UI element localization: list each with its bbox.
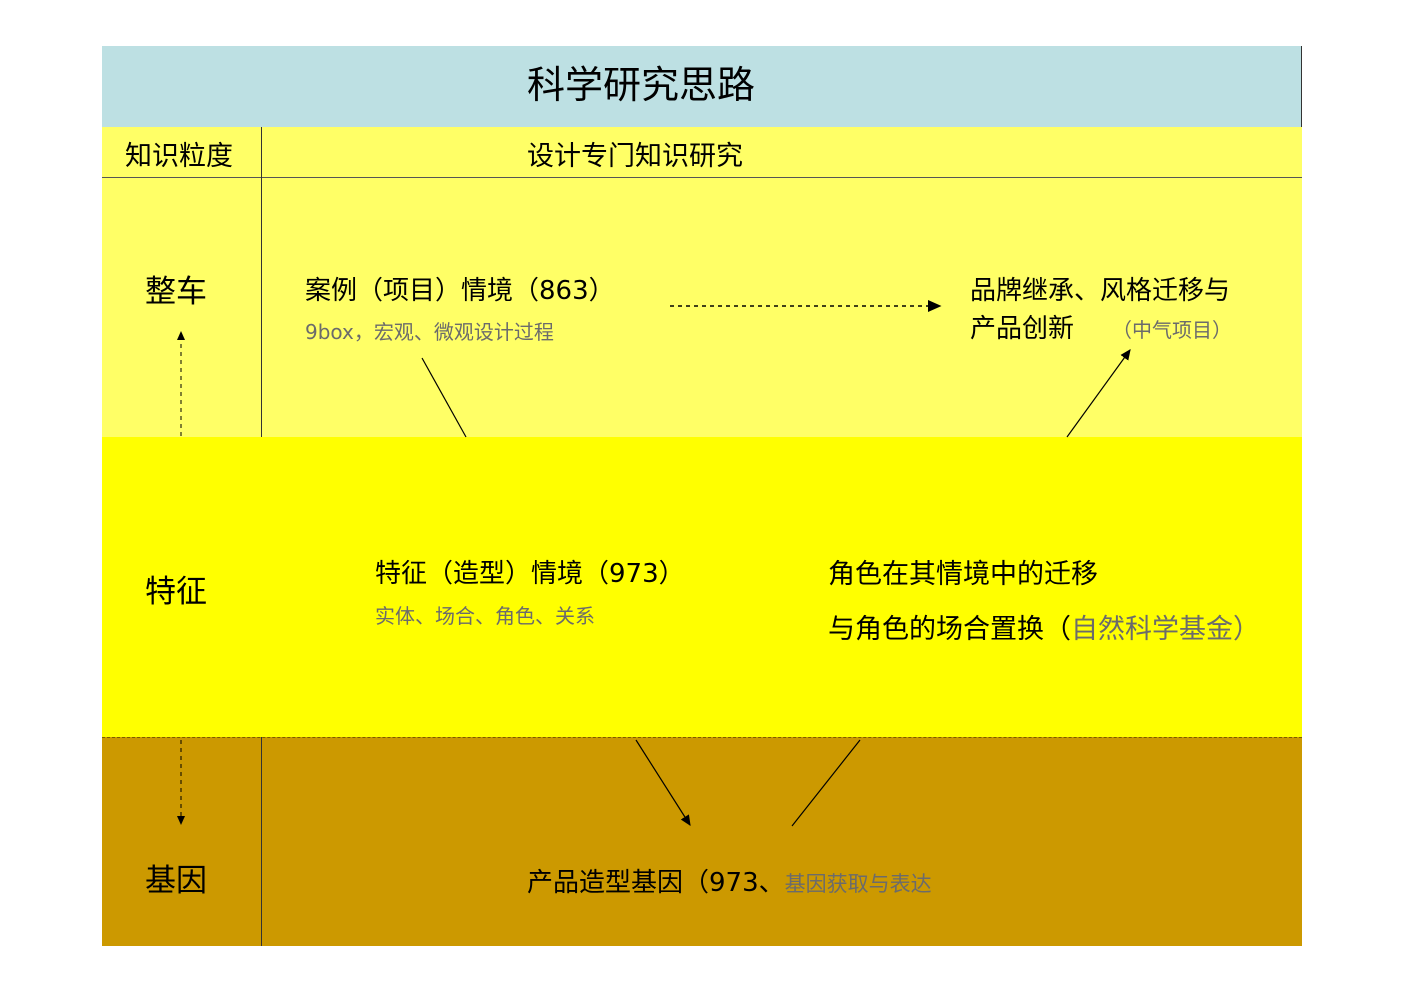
vehicle-level-band — [102, 178, 1302, 437]
feature-context-subtitle: 实体、场合、角色、关系 — [375, 604, 595, 628]
column-divider-bottom — [261, 737, 262, 946]
gene-title: 产品造型基因（973、 — [527, 868, 785, 898]
role-funding-note: 自然科学基金 — [1071, 614, 1233, 645]
role-migration-line2: 与角色的场合置换（自然科学基金） — [828, 607, 1260, 646]
diagram-title: 科学研究思路 — [527, 63, 756, 107]
feature-level-band — [102, 437, 1302, 737]
feature-context-title: 特征（造型）情境（973） — [375, 559, 685, 589]
case-context-title: 案例（项目）情境（863） — [305, 276, 615, 306]
brand-project-note: （中气项目） — [1112, 318, 1232, 342]
brand-inheritance-line1: 品牌继承、风格迁移与 — [970, 276, 1231, 306]
level-label-gene: 基因 — [145, 863, 207, 899]
title-band — [102, 46, 1302, 127]
gene-row-text: 产品造型基因（973、基因获取与表达 — [527, 862, 932, 899]
brand-inheritance-line2: 产品创新 — [970, 314, 1075, 344]
level-label-vehicle: 整车 — [145, 274, 207, 310]
gene-note: 基因获取与表达 — [784, 872, 932, 896]
case-context-subtitle: 9box，宏观、微观设计过程 — [305, 320, 554, 344]
granularity-header: 知识粒度 — [125, 141, 233, 172]
column-divider-top — [261, 127, 262, 437]
level-label-feature: 特征 — [145, 574, 207, 610]
header-band — [102, 127, 1302, 178]
role-migration-line1: 角色在其情境中的迁移 — [828, 559, 1098, 590]
research-header: 设计专门知识研究 — [527, 141, 743, 172]
gene-level-band — [102, 737, 1302, 946]
role-close-paren: ） — [1233, 614, 1260, 645]
role-migration-text: 与角色的场合置换（ — [828, 614, 1071, 645]
